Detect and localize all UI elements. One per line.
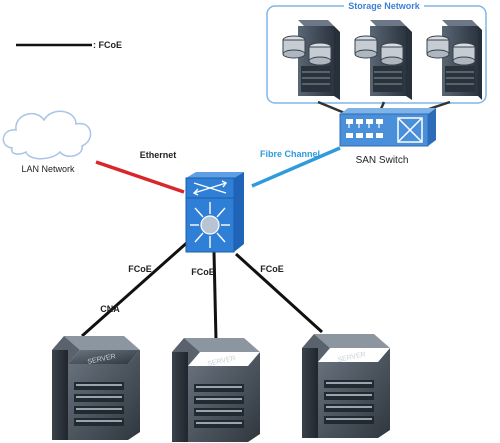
server-icon: SERVER	[52, 336, 140, 440]
server-icon: SERVER	[302, 334, 390, 438]
ethernet-label: Ethernet	[140, 150, 177, 160]
fcoe-label-left: FCoE	[128, 264, 152, 274]
fibre-channel-link	[251, 146, 341, 188]
storage-array-icon	[354, 20, 412, 100]
storage-array-icon	[282, 20, 340, 100]
san-switch-icon	[339, 108, 436, 147]
legend-fcoe-label: : FCoE	[93, 40, 122, 50]
fcoe-link-left	[81, 238, 191, 338]
storage-network-title: Storage Network	[348, 1, 421, 11]
san-switch-label: SAN Switch	[356, 155, 409, 166]
fibre-channel-label: Fibre Channel	[260, 149, 320, 159]
lan-cloud-icon	[2, 110, 92, 160]
legend: : FCoE	[16, 40, 122, 50]
core-switch-icon	[185, 172, 244, 253]
ethernet-link	[95, 160, 185, 194]
server-icon: SERVER	[172, 338, 260, 442]
fcoe-label-middle: FCoE	[191, 267, 215, 277]
storage-network: Storage Network	[266, 1, 487, 104]
lan-network-label: LAN Network	[21, 164, 75, 174]
fcoe-link-right	[234, 252, 324, 334]
fcoe-links	[81, 238, 324, 341]
fcoe-label-right: FCoE	[260, 264, 284, 274]
cna-label: CNA	[100, 304, 120, 314]
fcoe-link-middle	[212, 251, 218, 341]
storage-array-icon	[426, 20, 482, 100]
